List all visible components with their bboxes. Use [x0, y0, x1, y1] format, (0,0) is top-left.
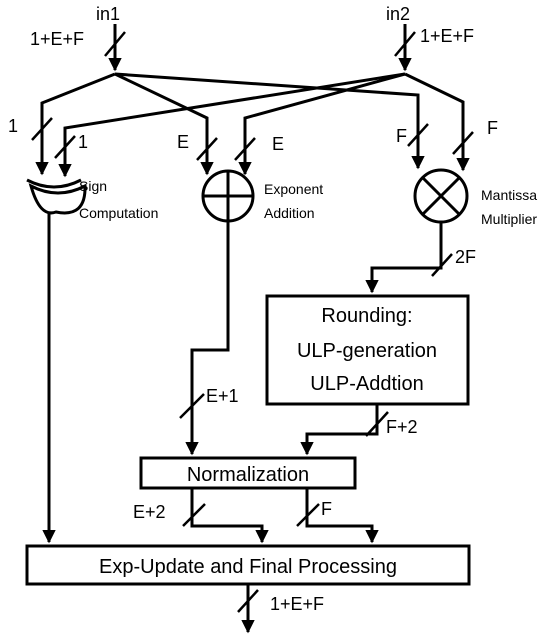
- norm-mant-width-label: F: [321, 499, 332, 519]
- exp-to-norm-wire: [185, 221, 230, 456]
- normalization-label: Normalization: [187, 464, 309, 486]
- sign-unit-label-1: Sign: [79, 178, 107, 194]
- in2-bus-slash: [394, 31, 416, 57]
- exp-out-slash: [179, 393, 205, 419]
- rounding-title: Rounding:: [321, 305, 412, 327]
- sign-in2-width-label: 1: [78, 132, 88, 152]
- input-in1-label: in1: [96, 4, 120, 24]
- in1-to-exp: [114, 72, 214, 176]
- final-output-width-label: 1+E+F: [270, 594, 324, 614]
- input-in2-label: in2: [386, 4, 410, 24]
- exp-in1-slash: [196, 137, 218, 161]
- sign-in2-slash: [54, 135, 76, 159]
- round-out-width-label: F+2: [386, 417, 418, 437]
- mult-out-width-label: 2F: [455, 247, 476, 267]
- exp-out-width-label: E+1: [206, 386, 239, 406]
- input-in2-width-label: 1+E+F: [420, 26, 474, 46]
- mant-in2-slash: [452, 131, 474, 155]
- exponent-unit-label-1: Exponent: [264, 181, 323, 197]
- round-out-slash: [365, 411, 389, 437]
- mantissa-unit-label-2: Multiplier: [481, 211, 537, 227]
- mult-to-round-wire: [365, 222, 443, 294]
- in1-bus-slash: [104, 31, 126, 57]
- norm-exp-slash: [182, 503, 206, 527]
- mantissa-unit-label-1: Mantissa: [481, 187, 537, 203]
- exp-in2-width-label: E: [272, 134, 284, 154]
- final-processing-block: [25, 544, 471, 586]
- in2-to-exp: [238, 72, 406, 176]
- norm-exp-out-wire: [190, 488, 269, 544]
- normalization-block: [139, 456, 357, 490]
- in2-to-sign: [58, 72, 406, 178]
- multiplier-circle-icon: [413, 168, 469, 224]
- round-to-norm-wire: [300, 404, 379, 456]
- final-processing-label: Exp-Update and Final Processing: [99, 556, 397, 578]
- rounding-block: [265, 294, 470, 406]
- xor-gate-icon: [26, 178, 87, 215]
- input-in1-width-label: 1+E+F: [30, 29, 84, 49]
- in1-to-mant: [114, 72, 425, 170]
- rounding-ulp-addition: ULP-Addtion: [310, 373, 423, 395]
- exponent-unit-label-2: Addition: [264, 205, 315, 221]
- exp-in1-width-label: E: [177, 132, 189, 152]
- in2-to-mant: [404, 72, 470, 172]
- mant-in1-slash: [407, 123, 429, 147]
- norm-exp-width-label: E+2: [133, 502, 166, 522]
- final-output-slash: [237, 589, 259, 613]
- norm-mant-slash: [296, 503, 320, 527]
- sign-in1-width-label: 1: [8, 116, 18, 136]
- sign-in1-slash: [31, 117, 53, 141]
- in1-to-sign: [35, 72, 116, 176]
- norm-mant-out-wire: [305, 488, 379, 544]
- mant-in2-width-label: F: [487, 118, 498, 138]
- rounding-ulp-generation: ULP-generation: [297, 340, 437, 362]
- sign-unit-label-2: Computation: [79, 205, 158, 221]
- adder-circle-icon: [201, 169, 255, 223]
- mult-out-slash: [431, 253, 453, 277]
- exp-in2-slash: [234, 137, 256, 161]
- mant-in1-width-label: F: [396, 126, 407, 146]
